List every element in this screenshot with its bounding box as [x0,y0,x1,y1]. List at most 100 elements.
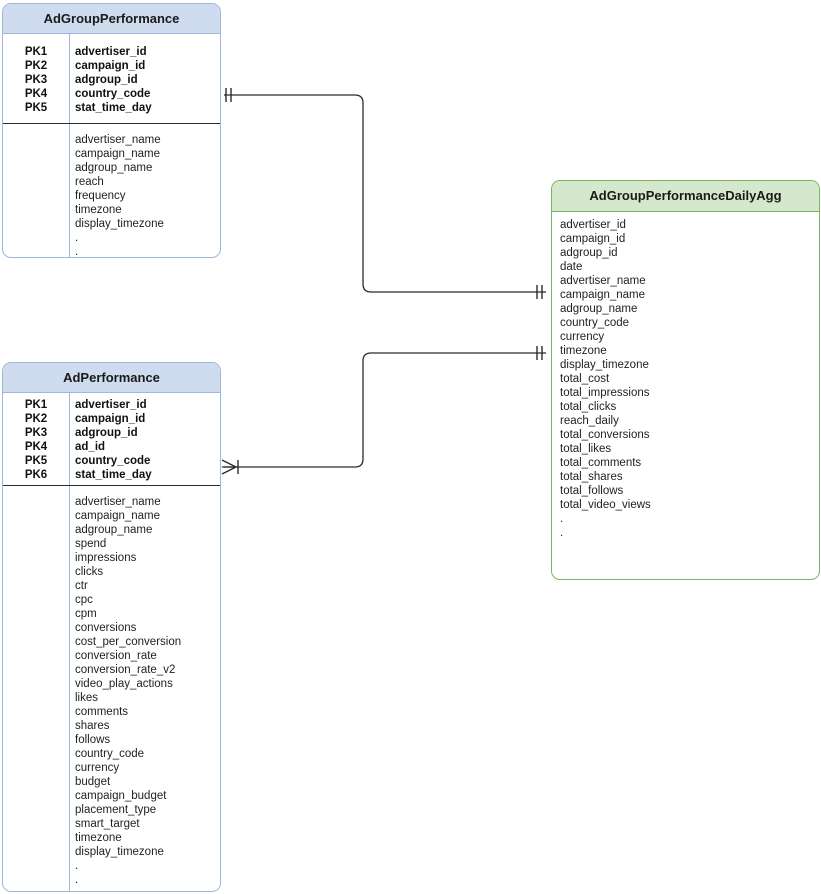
field-row: adgroup_id [560,247,618,259]
field-row: country_code [560,317,630,329]
field-row: advertiser_name [75,496,161,508]
field-row: clicks [75,566,104,578]
field-ellipsis: . [560,527,564,539]
field-row: impressions [75,552,137,564]
cardinality-one-left [225,88,232,102]
field-row: PK3 [24,427,48,439]
field-row: total_video_views [560,499,651,511]
field-row: advertiser_id [75,46,147,58]
field-row: timezone [75,204,122,216]
field-row: PK2 [24,413,48,425]
field-row: campaign_name [560,289,646,301]
entity-title-adgroup-performance: AdGroupPerformance [3,4,220,34]
field-row: spend [75,538,107,550]
entity-title-ad-performance: AdPerformance [3,363,220,393]
field-row: conversion_rate [75,650,157,662]
field-row: display_timezone [560,359,649,371]
field-row: country_code [75,455,151,467]
field-row: total_comments [560,457,642,469]
field-row: likes [75,692,99,704]
field-row: shares [75,720,110,732]
field-row: PK1 [24,399,48,411]
field-row: total_clicks [560,401,617,413]
field-row: adgroup_id [75,74,138,86]
field-row: ctr [75,580,88,592]
field-row: PK5 [24,455,48,467]
key-attribute-separator-2 [3,485,220,487]
pk-column-divider [69,34,71,257]
field-row: advertiser_id [560,219,626,231]
cardinality-many-left [221,459,239,475]
field-row: placement_type [75,804,157,816]
field-row: currency [560,331,605,343]
field-row: campaign_id [75,413,146,425]
field-row: stat_time_day [75,469,152,481]
field-row: PK6 [24,469,48,481]
field-row: follows [75,734,111,746]
entity-adgroup-performance-daily-agg[interactable]: AdGroupPerformanceDailyAgg advertiser_id… [551,180,820,580]
cardinality-one-right-2 [536,346,543,360]
field-row: country_code [75,88,151,100]
field-row: total_shares [560,471,623,483]
field-row: PK4 [24,441,48,453]
field-row: advertiser_name [560,275,646,287]
field-row: conversion_rate_v2 [75,664,176,676]
field-row: campaign_name [75,510,161,522]
field-row: currency [75,762,120,774]
field-row: campaign_id [75,60,146,72]
field-row: ad_id [75,441,106,453]
field-row: country_code [75,748,145,760]
field-row: reach_daily [560,415,619,427]
key-attribute-separator [3,123,220,125]
field-row: total_cost [560,373,610,385]
field-row: total_impressions [560,387,650,399]
field-row: date [560,261,583,273]
field-ellipsis: . [75,874,79,886]
field-row: PK5 [24,102,48,114]
cardinality-one-right [536,285,543,299]
pk-column-divider-2 [69,393,71,891]
field-ellipsis: . [75,232,79,244]
field-row: PK1 [24,46,48,58]
field-row: PK2 [24,60,48,72]
relationship-ad-to-agg[interactable] [221,346,546,475]
field-row: display_timezone [75,218,164,230]
field-row: display_timezone [75,846,164,858]
entity-title-adgroup-performance-daily-agg: AdGroupPerformanceDailyAgg [552,181,819,212]
attribute-column-2: advertiser_name campaign_name adgroup_name… [75,495,181,887]
field-row: comments [75,706,129,718]
field-row: adgroup_name [75,524,153,536]
field-row: total_likes [560,443,612,455]
field-row: cost_per_conversion [75,636,182,648]
field-row: reach [75,176,104,188]
field-row: campaign_name [75,148,161,160]
field-row: stat_time_day [75,102,152,114]
field-row: advertiser_name [75,134,161,146]
relationship-adgroup-to-agg[interactable] [224,88,546,299]
field-ellipsis: . [560,513,564,525]
field-row: budget [75,776,111,788]
field-row: timezone [75,832,122,844]
field-row: PK3 [24,74,48,86]
field-row: cpc [75,594,93,606]
field-row: smart_target [75,818,140,830]
field-row: conversions [75,622,137,634]
field-ellipsis: . [75,246,79,258]
field-row: adgroup_name [560,303,638,315]
field-row: total_conversions [560,429,650,441]
field-row: campaign_id [560,233,626,245]
field-row: adgroup_id [75,427,138,439]
field-row: video_play_actions [75,678,173,690]
field-row: PK4 [24,88,48,100]
